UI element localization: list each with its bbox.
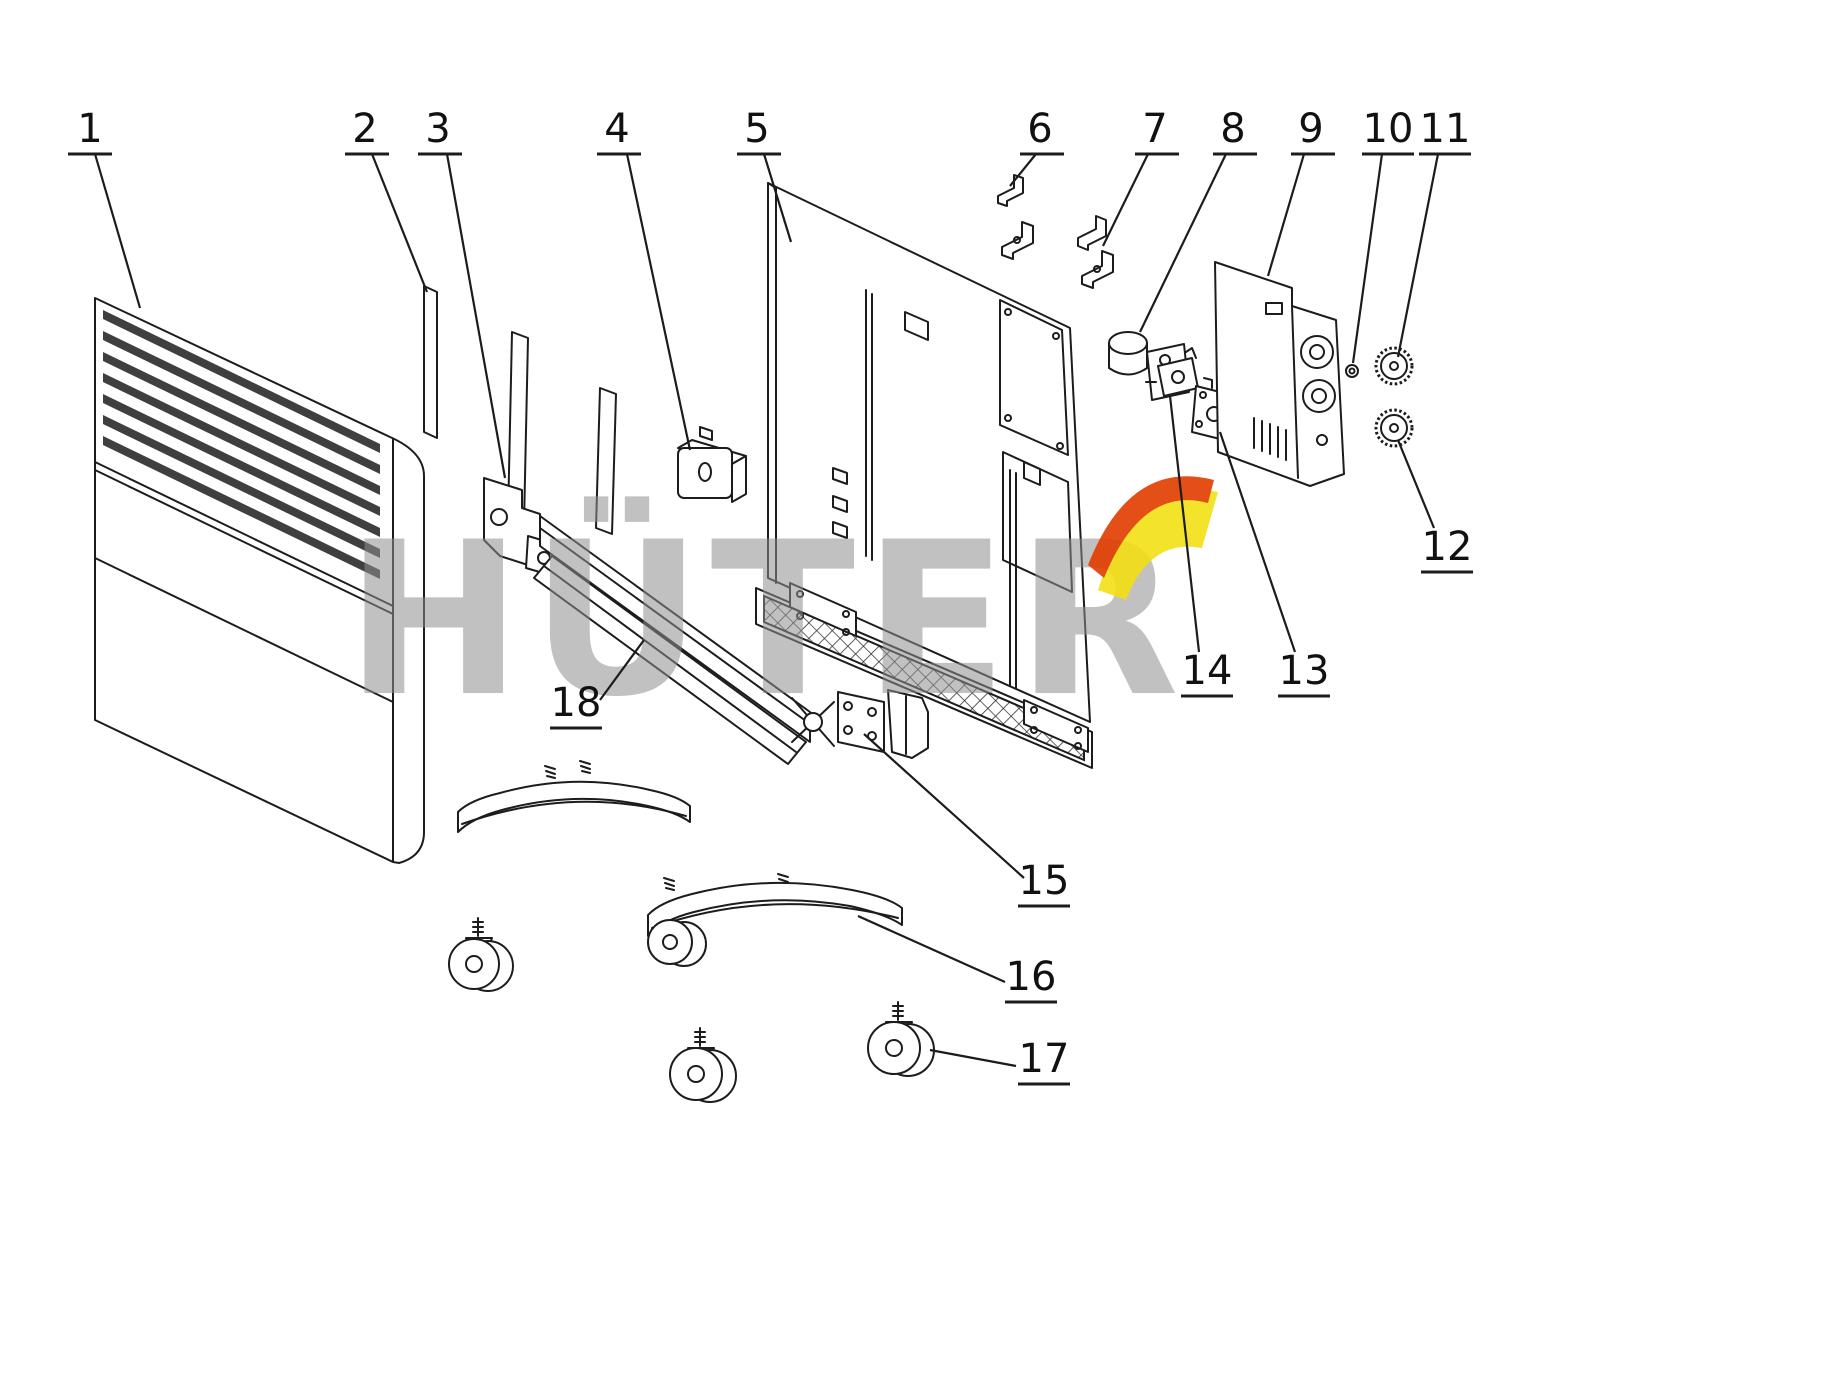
svg-text:17: 17 xyxy=(1019,1036,1070,1082)
part-labels: 1 2 3 4 5 6 7 8 xyxy=(68,106,1473,1086)
svg-text:15: 15 xyxy=(1019,858,1070,904)
part-indicator-lamp xyxy=(1345,364,1359,378)
part-heating-element xyxy=(533,515,835,765)
knob-hole xyxy=(1300,335,1334,369)
part-label-3: 3 xyxy=(418,106,507,479)
svg-text:4: 4 xyxy=(604,106,629,152)
svg-text:3: 3 xyxy=(425,106,450,152)
part-label-1: 1 xyxy=(68,106,142,309)
part-label-12: 12 xyxy=(1396,439,1473,574)
panel-hole xyxy=(904,311,929,341)
grille-hatch xyxy=(763,594,1085,762)
svg-text:10: 10 xyxy=(1363,106,1414,152)
part-wall-bracket-upper xyxy=(997,174,1034,260)
part-label-16: 16 xyxy=(857,914,1057,1004)
watermark-text: HÜTER xyxy=(345,496,1187,743)
part-label-13: 13 xyxy=(1218,431,1330,698)
part-label-14: 14 xyxy=(1168,395,1233,698)
tray-mount-plate xyxy=(1023,699,1089,753)
svg-text:2: 2 xyxy=(352,106,377,152)
svg-text:14: 14 xyxy=(1182,648,1233,694)
part-label-6: 6 xyxy=(1009,106,1064,187)
part-label-7: 7 xyxy=(1102,106,1179,247)
part-label-18: 18 xyxy=(550,639,645,730)
knob-hole xyxy=(1302,379,1336,413)
part-label-4: 4 xyxy=(597,106,692,451)
louver xyxy=(103,436,380,579)
part-label-2: 2 xyxy=(345,106,429,293)
louver xyxy=(103,415,380,558)
part-label-5: 5 xyxy=(737,106,793,243)
svg-text:6: 6 xyxy=(1027,106,1052,152)
part-foot-front xyxy=(647,873,903,967)
svg-text:11: 11 xyxy=(1420,106,1471,152)
svg-text:1: 1 xyxy=(77,106,102,152)
part-label-9: 9 xyxy=(1266,106,1335,277)
tray-mount-plate xyxy=(789,582,857,637)
watermark-logo xyxy=(1088,476,1218,600)
part-label-10: 10 xyxy=(1351,106,1414,364)
svg-text:12: 12 xyxy=(1422,524,1473,570)
part-thermal-cutout xyxy=(1108,331,1190,401)
part-label-11: 11 xyxy=(1396,106,1471,358)
part-caster-right xyxy=(867,1001,935,1077)
part-mounting-bracket xyxy=(837,689,929,759)
part-label-15: 15 xyxy=(863,733,1070,908)
element-tube-end xyxy=(803,712,823,732)
part-knob-upper xyxy=(1374,346,1414,386)
svg-text:7: 7 xyxy=(1142,106,1167,152)
part-front-panel xyxy=(94,297,425,864)
watermark: HÜTER xyxy=(345,496,1187,743)
part-thermostat-bracket xyxy=(1157,347,1199,397)
part-junction-box xyxy=(677,426,747,503)
sub-panel xyxy=(999,299,1069,456)
logo-yellow-swoosh xyxy=(1098,489,1218,600)
louver xyxy=(103,394,380,537)
part-control-panel-plate xyxy=(1214,261,1345,487)
part-caster-left xyxy=(448,917,514,992)
svg-text:8: 8 xyxy=(1220,106,1245,152)
box-hole xyxy=(698,462,712,482)
svg-text:13: 13 xyxy=(1279,648,1330,694)
part-wall-bracket-lower xyxy=(1077,215,1114,289)
louver xyxy=(103,373,380,516)
louver xyxy=(103,352,380,495)
bracket-hole xyxy=(490,508,508,526)
svg-text:5: 5 xyxy=(744,106,769,152)
part-foot-rear xyxy=(457,760,691,833)
louver xyxy=(103,310,380,453)
sub-panel xyxy=(1002,451,1073,593)
logo-red-swoosh xyxy=(1088,476,1214,578)
part-back-panel xyxy=(755,182,1093,769)
part-label-17: 17 xyxy=(929,1036,1070,1086)
part-caster-middle xyxy=(669,1027,737,1103)
louver xyxy=(103,331,380,474)
svg-text:18: 18 xyxy=(551,680,602,726)
svg-text:16: 16 xyxy=(1006,954,1057,1000)
part-seal-strip xyxy=(423,285,438,439)
svg-text:9: 9 xyxy=(1298,106,1323,152)
part-knob-lower xyxy=(1374,408,1414,448)
part-label-8: 8 xyxy=(1139,106,1257,333)
